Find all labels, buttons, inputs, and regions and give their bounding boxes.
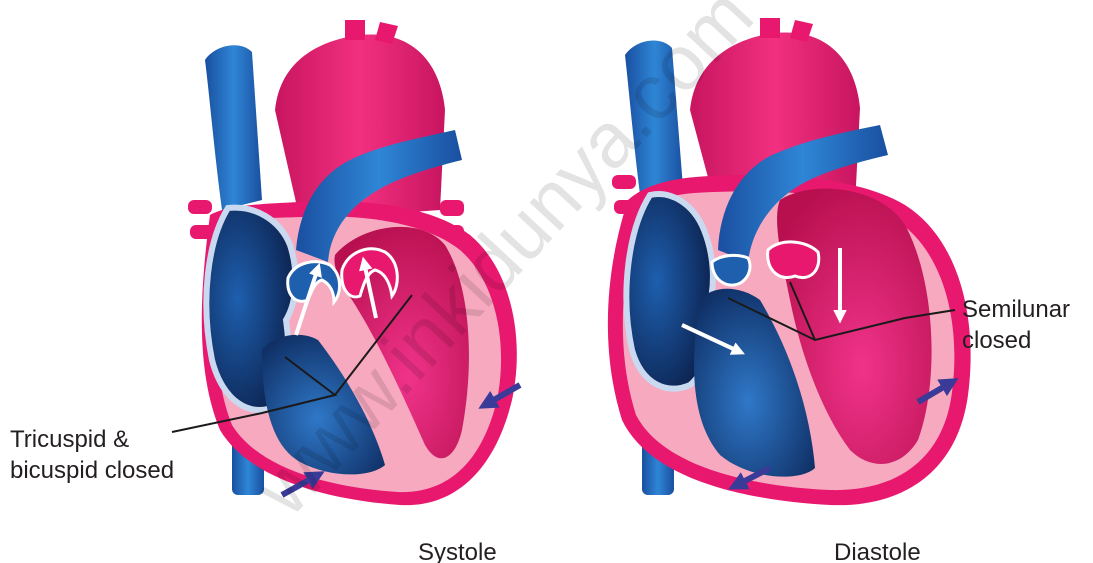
aortic-valve: [768, 242, 819, 278]
pulmonary-vein: [440, 200, 464, 216]
pulmonary-valve: [712, 255, 750, 285]
diastole-caption: Diastole: [834, 537, 921, 563]
semilunar-label-line-2: closed: [962, 325, 1070, 356]
tricuspid-label-line-1: Tricuspid &: [10, 424, 174, 455]
tricuspid-label-line-2: bicuspid closed: [10, 455, 174, 486]
tricuspid-bicuspid-label: Tricuspid & bicuspid closed: [10, 424, 174, 486]
superior-vena-cava: [205, 45, 262, 210]
semilunar-label-line-1: Semilunar: [962, 294, 1070, 325]
semilunar-label: Semilunar closed: [962, 294, 1070, 356]
pulmonary-vein: [188, 200, 212, 214]
systole-caption: Systole: [418, 537, 497, 563]
aortic-branch: [345, 20, 365, 40]
